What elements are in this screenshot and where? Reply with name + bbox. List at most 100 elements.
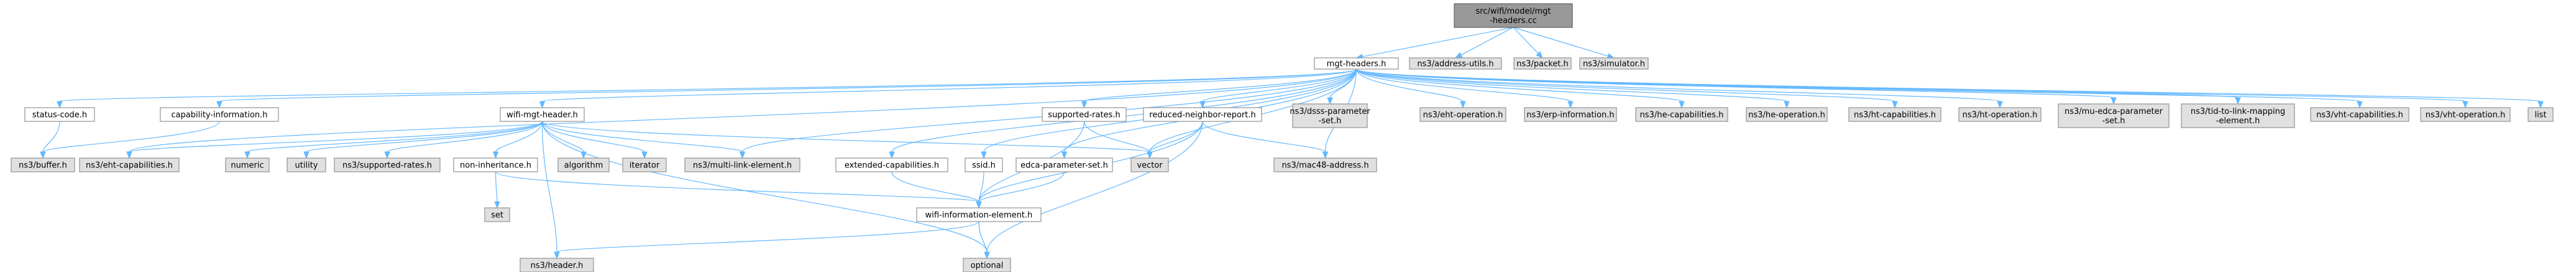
edge-wifi-mgt-to-optional [541, 121, 990, 260]
node-label: supported-rates.h [1048, 111, 1120, 120]
edge-mgt-h-to-eht-op [1355, 68, 1466, 109]
dependency-nodes: src/wifi/model/mgt-headers.cc mgt-headers… [11, 3, 2554, 272]
node-label: non-inheritance.h [460, 161, 531, 171]
edge-mgt-h-to-he-cap [1355, 68, 1685, 109]
node-label: ns3/eht-capabilities.h [86, 161, 173, 171]
node-numeric[interactable]: numeric [225, 157, 270, 172]
node-dsss[interactable]: ns3/dsss-parameter-set.h [1290, 103, 1370, 128]
node-mac48[interactable]: ns3/mac48-address.h [1273, 157, 1377, 172]
node-iterator[interactable]: iterator [622, 157, 667, 172]
node-mu-edca[interactable]: ns3/mu-edca-parameter-set.h [2058, 103, 2170, 128]
node-he-cap[interactable]: ns3/he-capabilities.h [1635, 107, 1728, 122]
node-label: extended-capabilities.h [845, 161, 939, 171]
node-label: ns3/ht-capabilities.h [1854, 111, 1936, 120]
node-label: ns3/header.h [531, 261, 584, 271]
node-label: optional [971, 261, 1004, 271]
node-simulator[interactable]: ns3/simulator.h [1579, 57, 1649, 70]
node-tid[interactable]: ns3/tid-to-link-mapping-element.h [2181, 103, 2295, 128]
node-packet[interactable]: ns3/packet.h [1513, 57, 1572, 70]
node-label: ns3/mu-edca-parameter [2065, 107, 2163, 116]
node-label: ns3/supported-rates.h [342, 161, 432, 171]
node-non-inh[interactable]: non-inheritance.h [453, 157, 538, 172]
node-eht-op[interactable]: ns3/eht-operation.h [1419, 107, 1506, 122]
node-edca[interactable]: edca-parameter-set.h [1015, 157, 1113, 172]
node-status-code[interactable]: status-code.h [24, 107, 95, 122]
node-label: list [2534, 111, 2546, 120]
node-addr-utils[interactable]: ns3/address-utils.h [1409, 57, 1502, 70]
node-label: numeric [231, 161, 264, 171]
node-mgt-h[interactable]: mgt-headers.h [1314, 57, 1399, 70]
node-label: -headers.cc [1490, 16, 1537, 26]
node-sup-rates[interactable]: supported-rates.h [1042, 107, 1127, 122]
node-buffer[interactable]: ns3/buffer.h [11, 157, 75, 172]
edge-root-to-packet [1513, 27, 1543, 59]
node-mle[interactable]: ns3/multi-link-element.h [684, 157, 800, 172]
node-reduced[interactable]: reduced-neighbor-report.h [1143, 107, 1262, 122]
edge-ext-cap-to-wie [891, 171, 982, 209]
node-wifi-mgt[interactable]: wifi-mgt-header.h [500, 107, 585, 122]
node-cap-info[interactable]: capability-information.h [160, 107, 279, 122]
node-label: ns3/he-operation.h [1748, 111, 1825, 120]
node-label: set [491, 211, 503, 220]
node-utility[interactable]: utility [286, 157, 326, 172]
node-label: ns3/multi-link-element.h [693, 161, 792, 171]
node-wie[interactable]: wifi-information-element.h [916, 207, 1042, 222]
node-ext-cap[interactable]: extended-capabilities.h [835, 157, 948, 172]
edge-mgt-h-to-vht-cap [1355, 68, 2363, 109]
node-label: -set.h [2102, 116, 2125, 126]
node-root[interactable]: src/wifi/model/mgt-headers.cc [1454, 3, 1573, 28]
node-vht-cap[interactable]: ns3/vht-capabilities.h [2310, 107, 2409, 122]
edge-reduced-to-vector [1147, 121, 1203, 159]
node-label: utility [295, 161, 318, 171]
edge-root-to-mgt-h [1355, 27, 1514, 60]
edge-mgt-h-to-sup-rates [1081, 68, 1357, 109]
edge-mgt-h-to-he-op [1355, 68, 1790, 109]
node-set[interactable]: set [484, 207, 510, 222]
edge-mgt-h-to-ht-op [1355, 68, 2003, 109]
node-ht-cap[interactable]: ns3/ht-capabilities.h [1848, 107, 1941, 122]
node-label: iterator [630, 161, 660, 171]
node-label: ns3/packet.h [1516, 60, 1569, 69]
node-label: ns3/buffer.h [19, 161, 67, 171]
node-he-op[interactable]: ns3/he-operation.h [1746, 107, 1828, 122]
node-label: ns3/vht-operation.h [2426, 111, 2505, 120]
node-erp[interactable]: ns3/erp-information.h [1524, 107, 1617, 122]
edge-wifi-mgt-to-ns3-sup-rates [384, 121, 543, 159]
node-list[interactable]: list [2528, 107, 2554, 122]
edge-mgt-h-to-list [1355, 68, 2544, 109]
node-label: reduced-neighbor-report.h [1149, 111, 1255, 120]
edge-wifi-mgt-to-numeric [244, 121, 543, 159]
node-label: capability-information.h [171, 111, 267, 120]
node-label: ns3/eht-operation.h [1423, 111, 1503, 120]
dependency-edges [40, 27, 2544, 260]
edge-reduced-to-optional [984, 121, 1203, 260]
node-algorithm[interactable]: algorithm [557, 157, 610, 172]
node-header[interactable]: ns3/header.h [520, 258, 594, 272]
edge-mgt-h-to-wifi-mgt [539, 68, 1357, 109]
node-label: ns3/erp-information.h [1526, 111, 1614, 120]
node-vht-op[interactable]: ns3/vht-operation.h [2420, 107, 2511, 122]
node-ns3-sup-rates[interactable]: ns3/supported-rates.h [334, 157, 441, 172]
node-label: ns3/address-utils.h [1417, 60, 1493, 69]
edge-non-inh-to-set [494, 171, 500, 209]
node-ht-op[interactable]: ns3/ht-operation.h [1958, 107, 2042, 122]
node-label: ns3/tid-to-link-mapping [2191, 107, 2285, 116]
node-label: ns3/vht-capabilities.h [2316, 111, 2403, 120]
edge-cap-info-to-buffer [40, 121, 220, 159]
edge-edca-to-wie [976, 171, 1065, 209]
edge-mgt-h-to-ht-cap [1355, 68, 1898, 109]
node-optional[interactable]: optional [963, 258, 1011, 272]
edge-wifi-mgt-to-non-inh [492, 121, 543, 159]
node-label: -element.h [2216, 116, 2260, 126]
edge-reduced-to-mac48 [1202, 121, 1329, 159]
node-ssid[interactable]: ssid.h [965, 157, 1003, 172]
edge-wifi-mgt-to-utility [303, 121, 543, 159]
node-vector[interactable]: vector [1130, 157, 1169, 172]
edge-mgt-h-to-status-code [57, 68, 1357, 109]
edge-sup-rates-to-vector [1083, 121, 1153, 159]
node-label: wifi-mgt-header.h [506, 111, 578, 120]
node-label: vector [1137, 161, 1163, 171]
node-eht-cap[interactable]: ns3/eht-capabilities.h [79, 157, 180, 172]
edge-root-to-simulator [1513, 27, 1615, 59]
edge-mgt-h-to-cap-info [216, 68, 1357, 109]
